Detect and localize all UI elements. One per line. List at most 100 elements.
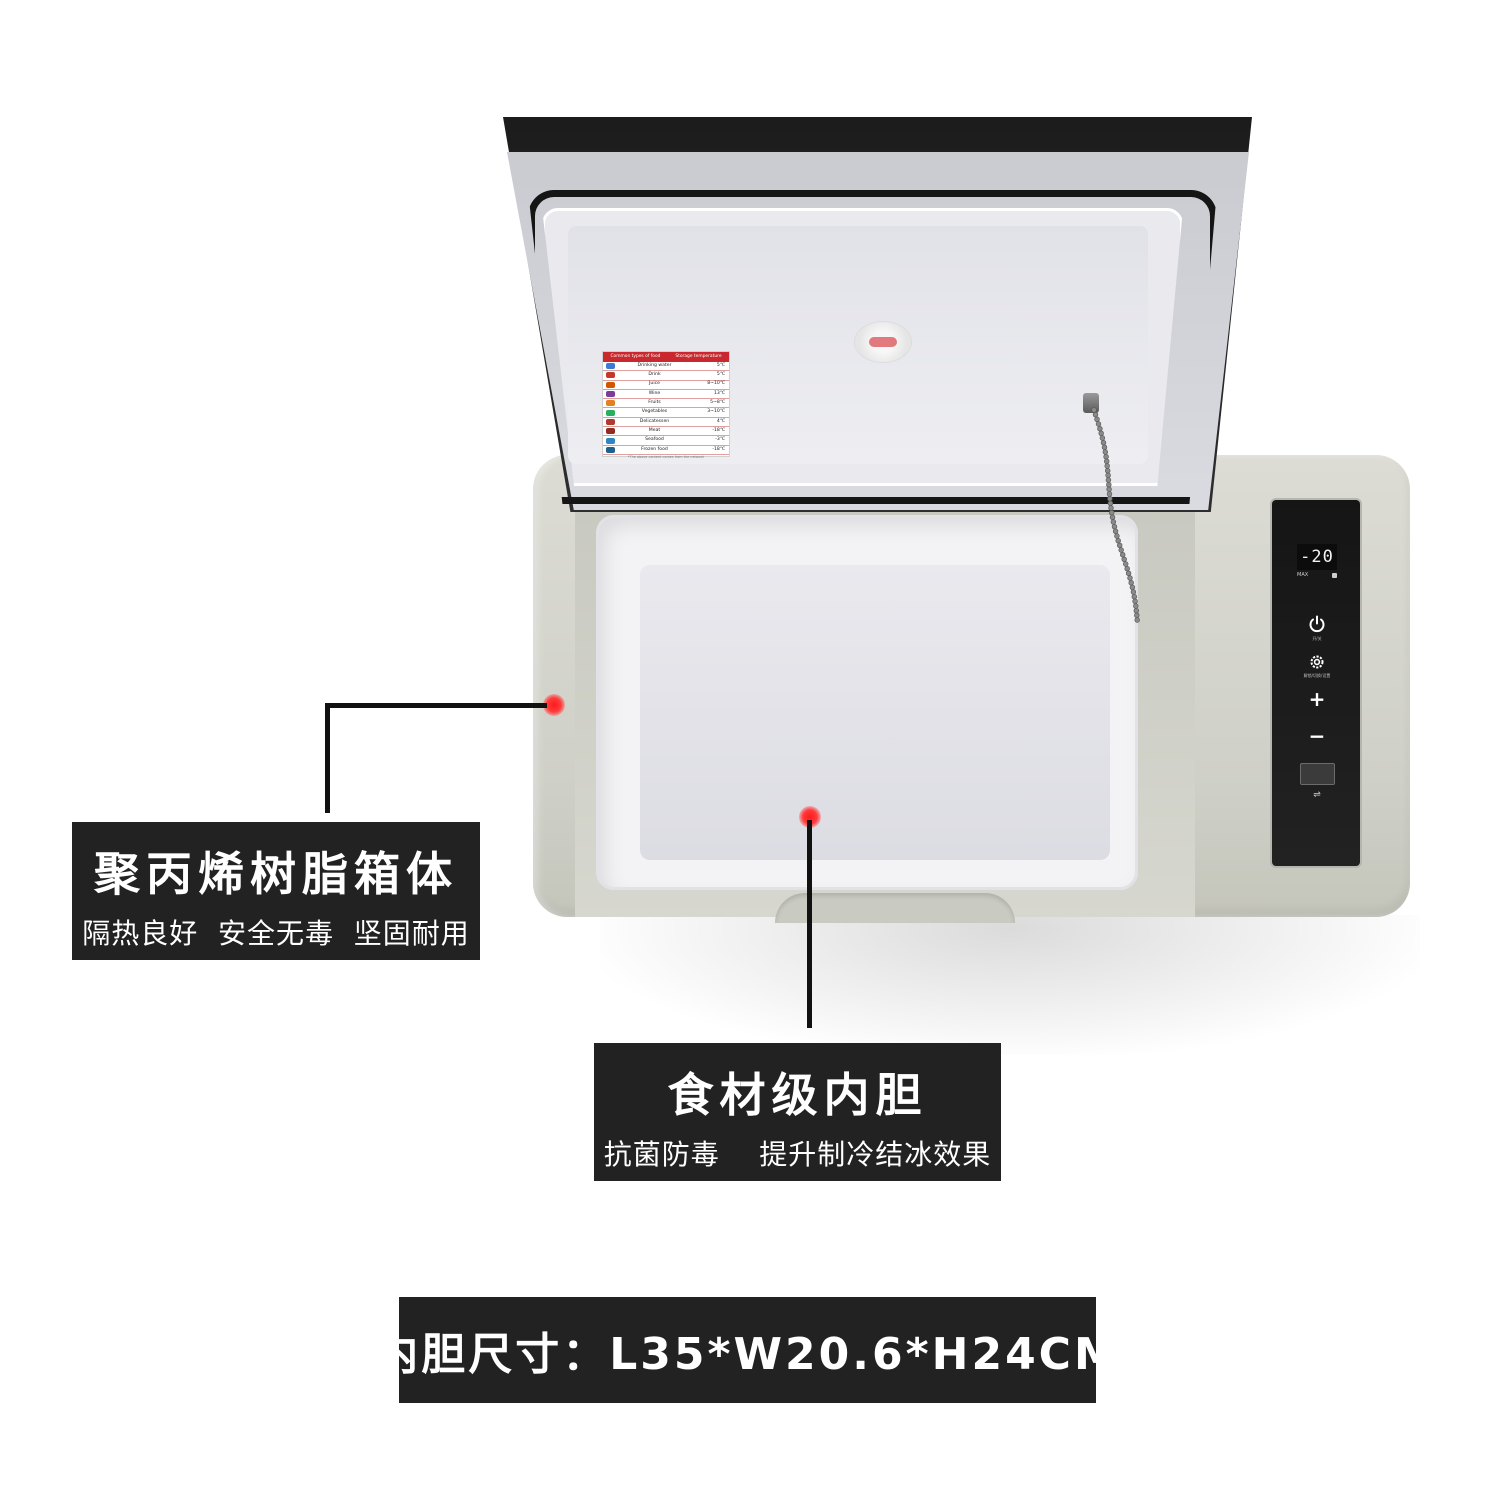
storage-guide-footnote: *The above content comes from the networ… (627, 454, 705, 459)
chain-bead (1105, 477, 1112, 483)
chain-bead (1108, 505, 1114, 511)
lock-icon (1332, 572, 1337, 578)
chain-bead (1106, 486, 1112, 493)
food-icon (606, 391, 615, 398)
liner-callout-box: 食材级内胆 抗菌防毒 提升制冷结冰效果 (594, 1043, 1001, 1181)
chain-bead (1098, 430, 1104, 436)
usb-icon: ⇌ (1313, 790, 1321, 800)
shell-hotspot (543, 694, 565, 716)
shell-callout-line-vertical (325, 703, 330, 813)
brand-logo (855, 322, 911, 362)
usb-port[interactable] (1300, 763, 1335, 785)
storage-guide-temp: 13℃ (713, 390, 725, 396)
storage-guide-food: Vegetables (641, 409, 668, 415)
chain-bead (1110, 519, 1117, 525)
food-icon (606, 372, 615, 379)
liner-callout-subtitle: 抗菌防毒 提升制冷结冰效果 (603, 1138, 992, 1171)
food-icon (606, 437, 615, 444)
storage-guide-food: Drink (648, 372, 661, 378)
power-button[interactable] (1300, 612, 1334, 636)
chain-bead (1132, 598, 1138, 605)
fridge-liner-floor (640, 565, 1110, 860)
food-icon (606, 363, 615, 370)
food-icon (606, 409, 615, 416)
storage-guide-temp: 3~10℃ (707, 409, 725, 415)
chain-bead (1091, 407, 1097, 413)
chain-bead (1103, 453, 1109, 460)
chain-bead (1112, 528, 1119, 535)
food-icon (606, 381, 615, 388)
storage-guide-row: Seafood-3℃ (603, 436, 729, 446)
chain-bead (1111, 523, 1118, 530)
chain-bead (1121, 556, 1127, 563)
shell-callout-subtitle: 隔热良好 安全无毒 坚固耐用 (82, 917, 470, 950)
liner-dimensions-text: 内胆尺寸：L35*W20.6*H24CM (374, 1329, 1121, 1380)
plus-icon: + (1308, 687, 1326, 711)
storage-guide-row: Juice 8~10℃ (603, 381, 729, 390)
liner-dimensions-banner: 内胆尺寸：L35*W20.6*H24CM (374, 1297, 1118, 1403)
storage-guide-food: Wine (648, 390, 661, 396)
food-icon (606, 446, 615, 453)
storage-guide-temp: -18℃ (712, 427, 725, 433)
shell-callout-line-horizontal (325, 703, 547, 708)
chain-bead (1109, 509, 1115, 516)
storage-guide-row: Meat-18℃ (603, 427, 729, 437)
chain-bead (1114, 533, 1120, 539)
chain-bead (1131, 594, 1137, 600)
food-icon (606, 418, 615, 425)
storage-guide-header: Common types of food Storage temperature (603, 352, 729, 362)
temperature-display: -20 (1297, 544, 1337, 570)
chain-bead (1106, 491, 1113, 497)
chain-bead (1105, 467, 1111, 474)
food-icon (606, 400, 615, 407)
storage-guide-food: Delicatessen (639, 418, 670, 424)
storage-guide-temp: 5℃ (716, 372, 725, 378)
chain-bead (1102, 449, 1108, 455)
chain-bead (1134, 617, 1140, 623)
storage-guide-temp: -18℃ (712, 446, 725, 452)
display-max-caption: MAX (1297, 572, 1309, 578)
power-button-caption: 开/关 (1312, 636, 1322, 641)
chain-bead (1099, 435, 1106, 441)
chain-bead (1115, 538, 1121, 544)
increase-button[interactable]: + (1300, 687, 1334, 711)
chain-bead (1118, 547, 1124, 553)
storage-guide-row: Wine 13℃ (603, 390, 729, 400)
chain-bead (1129, 584, 1136, 591)
settings-button-caption: 解锁/切换/设置 (1303, 673, 1331, 678)
chain-bead (1133, 608, 1139, 614)
floor-shadow (600, 915, 1420, 1055)
storage-guide-temp: 8~10℃ (707, 381, 725, 387)
settings-button[interactable] (1300, 650, 1334, 674)
chain-bead (1104, 463, 1110, 469)
chain-bead (1124, 566, 1130, 572)
shell-callout-title: 聚丙烯树脂箱体 (94, 847, 458, 901)
chain-bead (1127, 575, 1133, 581)
decrease-button[interactable]: − (1300, 724, 1334, 748)
settings-icon (1310, 655, 1324, 669)
chain-bead (1109, 514, 1116, 521)
storage-guide-food: Frozen food (641, 446, 668, 452)
chain-bead (1128, 580, 1134, 586)
chain-bead (1117, 542, 1123, 549)
storage-guide-food: Juice (649, 381, 660, 387)
chain-bead (1130, 589, 1137, 595)
chain-bead (1122, 561, 1129, 567)
liner-callout-title: 食材级内胆 (667, 1068, 928, 1122)
chain-bead (1134, 612, 1140, 619)
power-icon (1309, 615, 1325, 633)
chain-bead (1100, 440, 1107, 446)
chain-bead (1094, 416, 1100, 423)
shell-callout-box: 聚丙烯树脂箱体 隔热良好 安全无毒 坚固耐用 (72, 822, 480, 960)
food-icon (606, 428, 615, 435)
chain-bead (1133, 603, 1139, 609)
storage-guide-temp: -3℃ (715, 437, 725, 443)
fridge-front-recess (775, 893, 1015, 923)
display-caption-row: MAX (1297, 571, 1337, 579)
storage-guide-header-food: Common types of food (610, 353, 661, 359)
chain-bead (1092, 411, 1099, 418)
minus-icon: − (1308, 724, 1326, 748)
